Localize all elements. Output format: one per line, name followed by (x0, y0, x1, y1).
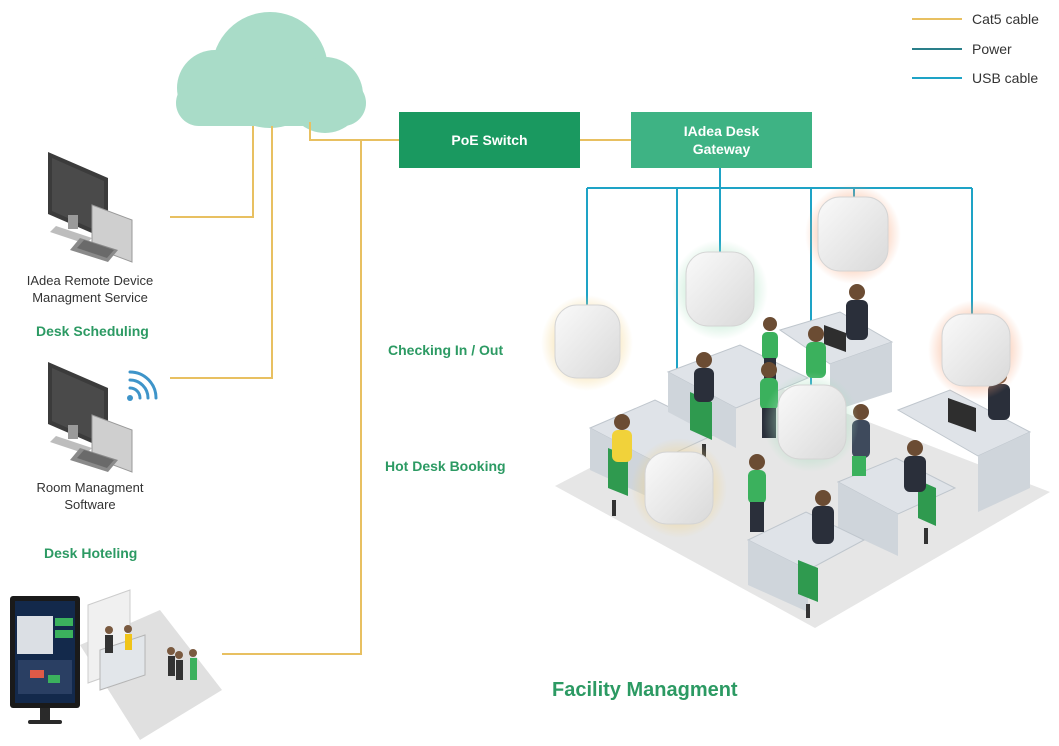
reception-kiosk-illustration (10, 589, 222, 740)
legend-label-power: Power (972, 41, 1012, 57)
person-green-2 (806, 326, 826, 378)
poe-switch-node: PoE Switch (399, 112, 580, 168)
legend-label-cat5: Cat5 cable (972, 11, 1039, 27)
label-hot-desk-booking: Hot Desk Booking (385, 458, 506, 474)
sensor-icon-5 (763, 372, 859, 472)
cable-cloud-to-poe-switch (309, 122, 400, 141)
person-yellow (612, 414, 632, 462)
computer-icon-room-software (48, 362, 133, 473)
remote-service-caption: IAdea Remote Device Managment Service (26, 273, 154, 305)
wifi-icon (127, 370, 158, 401)
person-dark-2 (846, 284, 868, 340)
sensor-icon-2 (672, 240, 768, 340)
legend-lines (912, 18, 962, 79)
sensor-icon-6 (631, 438, 727, 538)
person-dark-5 (812, 490, 834, 544)
cat5-cables (170, 122, 631, 655)
label-facility-management: Facility Managment (552, 679, 738, 701)
room-software-caption: Room Managment Software (36, 480, 144, 512)
person-green-4 (748, 454, 766, 532)
cable-switch-to-kiosk (222, 140, 362, 655)
person-dark-4 (904, 440, 926, 492)
cable-cloud-to-room-software (170, 126, 273, 379)
sensor-icon-1 (541, 295, 633, 391)
person-dark-1 (694, 352, 714, 402)
sensor-icon-4 (928, 300, 1024, 400)
label-checking-in-out: Checking In / Out (388, 342, 504, 358)
cable-cloud-to-remote-service (170, 126, 254, 218)
computer-icon-remote-service (48, 152, 133, 263)
label-desk-scheduling: Desk Scheduling (36, 323, 149, 339)
sensor-icon-3 (805, 184, 901, 284)
legend-label-usb: USB cable (972, 70, 1039, 86)
desk-gateway-node: IAdea Desk Gateway (631, 112, 812, 168)
desk-sensors (541, 184, 1024, 538)
label-desk-hoteling: Desk Hoteling (44, 545, 138, 561)
cloud-icon (176, 12, 366, 133)
